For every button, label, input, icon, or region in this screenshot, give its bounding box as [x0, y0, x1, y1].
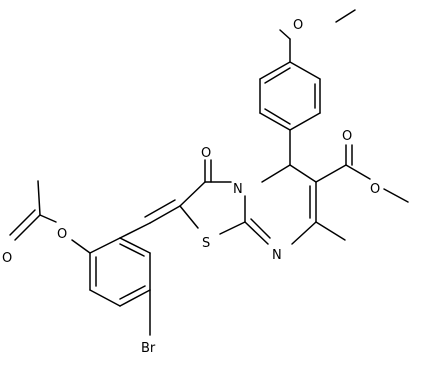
atom-o-ester-carbonyl: O — [342, 129, 352, 144]
bond-c6-ester-c — [315, 164, 347, 183]
atom-o-ester: O — [370, 182, 380, 197]
bond-ar2-o — [71, 239, 91, 254]
bond-c8a-n8-inner — [250, 218, 271, 239]
atom-s-ring: S — [202, 236, 210, 251]
bond-methoxy-o-ring — [279, 29, 291, 40]
bond-ch-ar2 — [119, 222, 151, 239]
atom-br: Br — [141, 341, 156, 356]
atom-n-ring: N — [233, 182, 243, 197]
bond-o-c-acyl — [39, 214, 57, 223]
atom-o-methoxy: O — [293, 18, 303, 33]
bond-c5-n4 — [261, 164, 291, 183]
bond-ester-c-o — [345, 164, 371, 180]
bond-ar2-6 — [119, 237, 151, 254]
bond-acyl-c-methyl — [37, 180, 41, 216]
atom-n-imine: N — [272, 248, 282, 263]
bond-c2-s — [179, 205, 199, 229]
bond-acyl-c-o-double-b — [9, 209, 36, 236]
bond-ar1-4-inner — [264, 108, 291, 125]
bond-ar1-6 — [259, 61, 291, 80]
bond-ar2-3 — [89, 289, 121, 307]
bond-c6-c5 — [289, 164, 317, 183]
bond-acyl-c-o-double-a — [14, 214, 41, 241]
bond-methyl-methoxy — [335, 9, 356, 23]
bond-c2-ch-inner — [144, 199, 176, 218]
bond-ar2-4 — [119, 289, 151, 307]
bond-c3-c2 — [179, 181, 206, 207]
bond-ar1-3 — [289, 112, 321, 131]
bond-s-c8a — [219, 221, 246, 235]
atom-o-acetyl: O — [2, 251, 12, 266]
bond-ar2-6-inner — [119, 243, 145, 257]
bond-ar1-1 — [289, 61, 321, 80]
bond-ester-o-methyl — [383, 188, 409, 203]
atom-o-acetoxy: O — [57, 227, 67, 242]
bond-ar2-4-inner — [119, 285, 146, 300]
bond-ar1-4 — [259, 112, 291, 131]
bond-ar1-6-inner — [264, 67, 291, 84]
atom-o-ketone: O — [201, 146, 211, 161]
bond-c2-ch — [149, 205, 181, 224]
bond-n8-c7 — [291, 221, 317, 245]
bond-ar2-1 — [89, 237, 121, 254]
bond-c8a-n8 — [244, 221, 269, 245]
bond-c7-methyl — [315, 221, 346, 241]
